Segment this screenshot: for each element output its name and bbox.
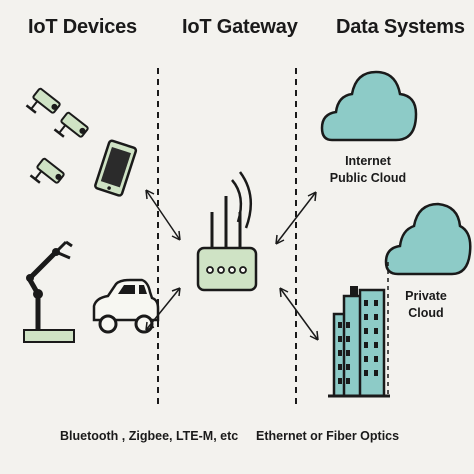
office-building-icon bbox=[328, 286, 390, 398]
tablet-icon bbox=[94, 139, 138, 197]
cloud-icon bbox=[384, 202, 472, 276]
devices-header: IoT Devices bbox=[28, 16, 137, 38]
arrow-tablet-gateway bbox=[145, 189, 181, 241]
internet-cloud-label: Internet Public Cloud bbox=[318, 153, 418, 187]
robot-arm-icon bbox=[23, 240, 75, 343]
arrow-gateway-cloud bbox=[275, 191, 317, 245]
private-cloud-label: Private Cloud bbox=[394, 288, 458, 322]
right-protocols-label: Ethernet or Fiber Optics bbox=[256, 429, 400, 443]
arrow-gateway-building bbox=[279, 287, 319, 341]
internet-cloud-line2: Public Cloud bbox=[329, 171, 407, 185]
private-cloud-line2: Cloud bbox=[408, 306, 444, 320]
connection-arrows bbox=[145, 189, 319, 341]
car-icon bbox=[92, 278, 160, 334]
left-protocols-label: Bluetooth , Zigbee, LTE-M, etc bbox=[60, 429, 239, 443]
systems-header: Data Systems bbox=[336, 16, 465, 38]
security-camera-icon bbox=[29, 157, 65, 184]
private-cloud-line1: Private bbox=[405, 289, 447, 303]
router-icon bbox=[196, 171, 258, 292]
security-camera-icon bbox=[25, 87, 61, 114]
internet-cloud-line1: Internet bbox=[345, 154, 391, 168]
security-camera-icon bbox=[53, 111, 89, 138]
arrow-car-gateway bbox=[145, 287, 181, 331]
cloud-icon bbox=[320, 70, 418, 142]
gateway-header: IoT Gateway bbox=[182, 16, 298, 38]
